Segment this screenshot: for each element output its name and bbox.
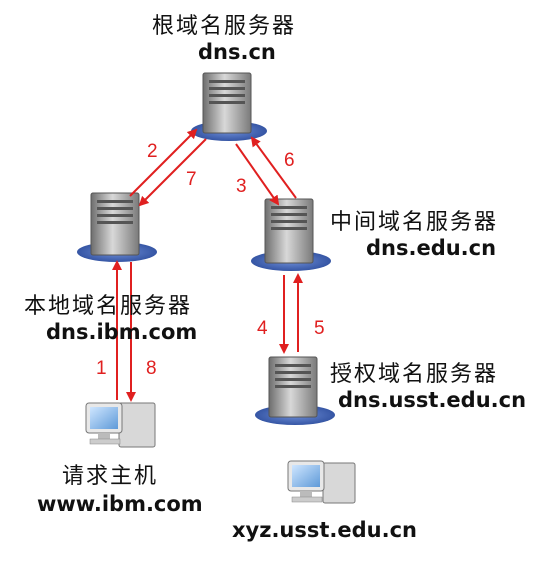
arrow-step-6 (250, 136, 297, 199)
arrow-step-3 (235, 143, 280, 206)
step-label-3: 3 (236, 176, 247, 197)
step-label-4: 4 (257, 318, 268, 339)
target-computer-icon (287, 460, 356, 504)
local-server-icon (77, 192, 157, 262)
root-server-icon (191, 72, 267, 141)
step-label-5: 5 (314, 318, 325, 339)
middle-server-host: dns.edu.cn (366, 236, 497, 260)
local-server-name: 本地域名服务器 (24, 294, 193, 319)
client-host-address: www.ibm.com (37, 492, 203, 516)
middle-server-icon (251, 198, 331, 271)
step-label-8: 8 (146, 358, 157, 379)
arrow-step-2 (129, 128, 198, 197)
arrow-step-7 (138, 138, 207, 207)
step-label-2: 2 (147, 141, 158, 162)
middle-server-name: 中间域名服务器 (330, 210, 499, 235)
local-server-host: dns.ibm.com (46, 320, 198, 344)
step-label-6: 6 (284, 150, 295, 171)
root-server-host: dns.cn (198, 40, 276, 64)
root-server-name: 根域名服务器 (152, 14, 297, 39)
client-computer-icon (85, 402, 156, 448)
step-label-1: 1 (96, 358, 107, 379)
auth-server-host: dns.usst.edu.cn (338, 388, 527, 412)
step-label-7: 7 (186, 169, 197, 190)
auth-server-icon (255, 356, 335, 425)
client-host-name: 请求主机 (62, 464, 159, 489)
target-host-address: xyz.usst.edu.cn (232, 518, 418, 542)
auth-server-name: 授权域名服务器 (330, 362, 499, 387)
